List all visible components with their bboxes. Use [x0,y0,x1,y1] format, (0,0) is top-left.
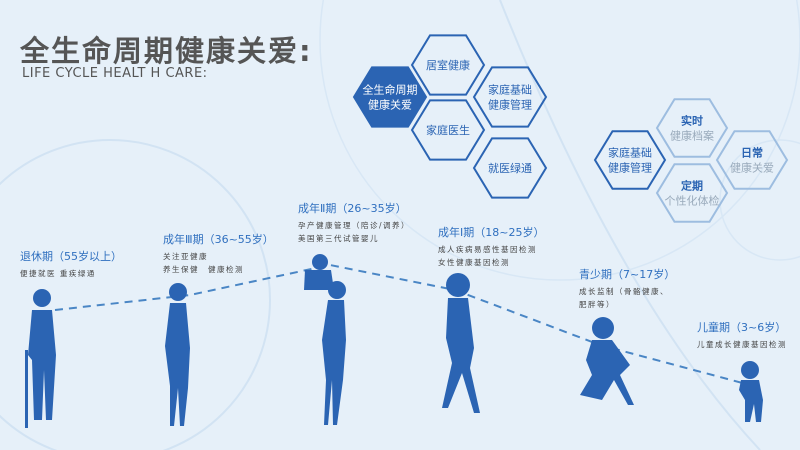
hexagon-label: 家庭医生 [426,123,470,137]
stage-adult-2: 成年Ⅱ期（26~35岁） 孕产健康管理（陪诊/调养） 美国第三代试管婴儿 [298,200,410,245]
stage-desc: 孕产健康管理（陪诊/调养） [298,221,411,230]
hexagon-label: 家庭基础 [488,83,532,97]
timeline-dashed-line [54,263,751,386]
child-silhouette [739,361,763,422]
hexagon-label: 健康管理 [488,98,532,112]
hexagon-label: 实时 [681,114,703,128]
stage-adult-3: 成年Ⅲ期（36~55岁） 关注亚健康养生保健 健康检测 [163,231,274,276]
stage-desc: 便捷就医 重疾绿通 [20,269,96,278]
hexagon-shape [352,66,428,128]
hexagon-shape [655,98,729,158]
young-woman-silhouette [442,273,480,413]
hexagon-label: 健康档案 [670,129,714,143]
stage-title: 成年Ⅲ期（36~55岁） [163,233,274,246]
hexagon-shape [472,137,548,199]
hexagon-label: 日常 [741,146,763,160]
stage-title: 成年Ⅰ期（18~25岁） [438,226,545,239]
stage-retirement: 退休期（55岁以上） 便捷就医 重疾绿通 [20,248,122,280]
stage-desc: 关注亚健康 [163,252,208,261]
hexagon-label: 个性化体检 [665,194,720,208]
hexagon-left-0: 全生命周期健康关爱 [352,66,428,128]
stage-desc: 成人疾病易感性基因检测 [438,245,537,254]
hexagon-label: 健康关爱 [730,161,774,175]
stage-title: 成年Ⅱ期（26~35岁） [298,202,407,215]
stage-desc: 成长监制（骨骼健康、 [579,287,669,296]
hexagon-shape [655,163,729,223]
stage-desc: 肥胖等） [579,300,615,309]
hexagon-left-1: 居室健康 [410,34,486,96]
stage-desc: 女性健康基因检测 [438,258,510,267]
elderly-silhouette [25,289,56,428]
mother-child-silhouette [304,254,346,425]
hexagon-label: 健康管理 [608,161,652,175]
hexagon-shape [410,99,486,161]
teen-silhouette [580,317,634,405]
hexagon-shape [593,130,667,190]
silhouettes [25,254,763,428]
hexagon-left-3: 家庭医生 [410,99,486,161]
hexagon-label: 就医绿通 [488,161,532,175]
hexagon-label: 全生命周期 [363,83,418,97]
hexagon-label: 家庭基础 [608,146,652,160]
stage-child: 儿童期（3~6岁） 儿童成长健康基因检测 [697,319,787,351]
page-title: 全生命周期健康关爱: [20,34,313,68]
adult-woman-silhouette [165,283,190,426]
stage-title: 青少期（7~17岁） [579,268,676,281]
hexagon-label: 定期 [681,179,703,193]
hexagon-shape [472,66,548,128]
stage-title: 退休期（55岁以上） [20,250,122,263]
stage-desc: 养生保健 健康检测 [163,265,244,274]
stage-adult-1: 成年Ⅰ期（18~25岁） 成人疾病易感性基因检测女性健康基因检测 [438,224,544,269]
hexagon-label: 居室健康 [426,58,470,72]
hexagon-left-4: 就医绿通 [472,137,548,199]
hexagon-label: 健康关爱 [368,98,412,112]
stage-teen: 青少期（7~17岁） 成长监制（骨骼健康、肥胖等） [579,266,675,311]
hexagon-shape [410,34,486,96]
stage-desc: 美国第三代试管婴儿 [298,234,379,243]
hexagon-shape [715,130,789,190]
stage-title: 儿童期（3~6岁） [697,321,787,334]
page-subtitle: LIFE CYCLE HEALT H CARE: [22,66,208,81]
stage-desc: 儿童成长健康基因检测 [697,340,787,349]
